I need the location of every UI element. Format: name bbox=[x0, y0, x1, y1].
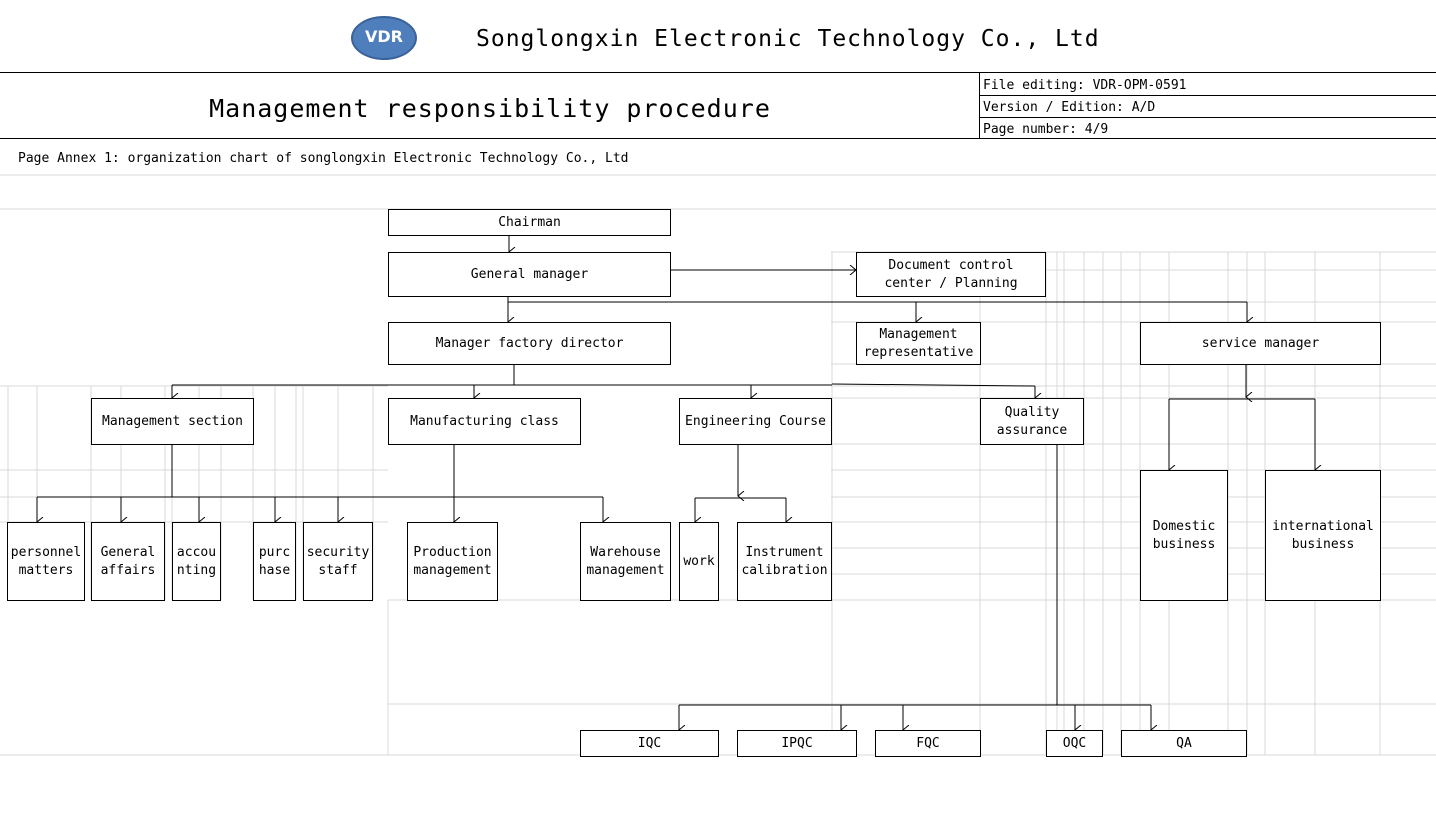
node-domestic-business: Domestic business bbox=[1140, 470, 1228, 601]
page-number: Page number: 4/9 bbox=[983, 122, 1109, 137]
node-document-control: Document control center / Planning bbox=[856, 252, 1046, 297]
header-divider bbox=[979, 73, 980, 139]
node-international-business: international business bbox=[1265, 470, 1381, 601]
node-accounting: accou nting bbox=[172, 522, 221, 601]
node-management-section: Management section bbox=[91, 398, 254, 445]
node-general-manager: General manager bbox=[388, 252, 671, 297]
meta-rule-2 bbox=[980, 117, 1436, 118]
node-iqc: IQC bbox=[580, 730, 719, 757]
node-production-management: Production management bbox=[407, 522, 498, 601]
node-service-manager: service manager bbox=[1140, 322, 1381, 365]
node-manufacturing-class: Manufacturing class bbox=[388, 398, 581, 445]
header-top-rule bbox=[0, 72, 1436, 73]
annex-title: Page Annex 1: organization chart of song… bbox=[18, 151, 629, 166]
company-name: Songlongxin Electronic Technology Co., L… bbox=[476, 26, 1100, 52]
node-warehouse-management: Warehouse management bbox=[580, 522, 671, 601]
node-purchase: purc hase bbox=[253, 522, 296, 601]
node-work: work bbox=[679, 522, 719, 601]
node-general-affairs: General affairs bbox=[91, 522, 165, 601]
node-oqc: OQC bbox=[1046, 730, 1103, 757]
node-engineering-course: Engineering Course bbox=[679, 398, 832, 445]
node-security-staff: security staff bbox=[303, 522, 373, 601]
vdr-logo: VDR bbox=[351, 16, 417, 60]
node-qa: QA bbox=[1121, 730, 1247, 757]
node-fqc: FQC bbox=[875, 730, 981, 757]
document-title: Management responsibility procedure bbox=[209, 94, 771, 123]
header-bottom-rule bbox=[0, 138, 1436, 139]
node-management-representative: Management representative bbox=[856, 322, 981, 365]
node-factory-director: Manager factory director bbox=[388, 322, 671, 365]
version-edition: Version / Edition: A/D bbox=[983, 100, 1156, 115]
node-personnel-matters: personnel matters bbox=[7, 522, 85, 601]
node-quality-assurance: Quality assurance bbox=[980, 398, 1084, 445]
node-ipqc: IPQC bbox=[737, 730, 857, 757]
node-instrument-calibration: Instrument calibration bbox=[737, 522, 832, 601]
meta-rule-1 bbox=[980, 95, 1436, 96]
file-editing: File editing: VDR-OPM-0591 bbox=[983, 78, 1187, 93]
node-chairman: Chairman bbox=[388, 209, 671, 236]
